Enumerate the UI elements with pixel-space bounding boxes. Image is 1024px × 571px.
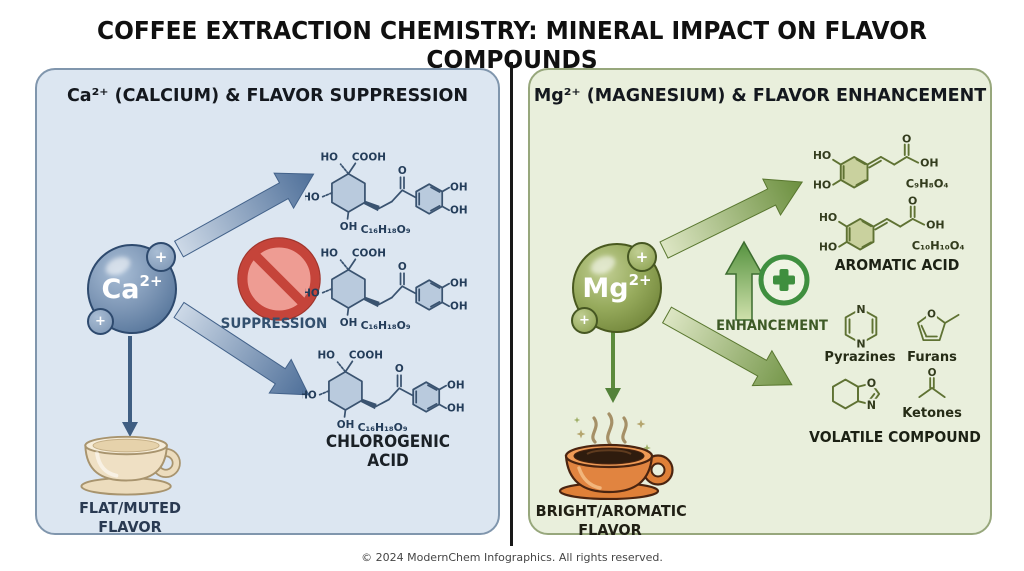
calcium-panel: Ca²⁺ (CALCIUM) & FLAVOR SUPPRESSION <box>35 68 500 537</box>
enhancement-arrow-up-icon <box>659 178 804 259</box>
plus-charge-icon: + <box>146 242 176 272</box>
atom-label: OH <box>450 277 468 289</box>
aromatic-acid-structure: HO HO O OH C₁₀H₁₀O₄ <box>820 196 965 253</box>
furans-label: Furans <box>907 350 957 365</box>
atom-label: HO <box>320 152 338 164</box>
plus-charge-icon: + <box>87 308 114 335</box>
pyrazine-structure: N N <box>844 303 878 351</box>
atom-label: OH <box>340 317 358 329</box>
molecular-formula: C₁₆H₁₈O₉ <box>358 421 408 434</box>
flavor-line-1: FLAT/MUTED <box>79 499 181 517</box>
atom-label: N <box>867 399 876 412</box>
atom-label: OH <box>450 205 468 217</box>
sparkle-icon <box>576 429 586 439</box>
atom-label: O <box>908 196 917 208</box>
enhancement-arrow-down-icon <box>661 306 793 387</box>
magnesium-panel: Mg²⁺ (MAGNESIUM) & FLAVOR ENHANCEMENT <box>528 68 992 539</box>
aromatic-acid-label: AROMATIC ACID <box>834 256 960 274</box>
flavor-line-1: BRIGHT/AROMATIC <box>535 502 687 520</box>
sparkle-icon <box>573 416 581 424</box>
pyrazines-label: Pyrazines <box>824 350 896 365</box>
atom-label: OH <box>340 221 358 233</box>
page-title: COFFEE EXTRACTION CHEMISTRY: MINERAL IMP… <box>97 16 927 74</box>
atom-label: O <box>398 261 407 273</box>
volatile-compound-label: VOLATILE COMPOUND <box>809 428 981 446</box>
bright-flavor-arrow-icon <box>605 332 621 403</box>
atom-label: HO <box>820 240 837 253</box>
atom-label: O <box>928 368 937 379</box>
atom-label: O <box>902 134 911 146</box>
atom-label: COOH <box>352 248 386 260</box>
bright-coffee-cup-icon <box>558 412 674 500</box>
flavor-line-2: FLAVOR <box>578 521 642 539</box>
atom-label: O <box>927 309 936 321</box>
prohibition-icon <box>237 237 321 321</box>
molecular-formula: C₁₆H₁₈O₉ <box>361 223 411 236</box>
sparkle-icon <box>643 444 651 452</box>
atom-label: O <box>398 165 407 177</box>
atom-label: OH <box>337 419 355 431</box>
atom-label: HO <box>302 390 317 402</box>
atom-label: COOH <box>349 350 383 362</box>
chlorogenic-acid-structure: HO COOH HO OH O OH OH C₁₆H₁₈O₉ <box>305 248 468 332</box>
copyright-footer: © 2024 ModernChem Infographics. All righ… <box>361 551 663 564</box>
atom-label: O <box>395 363 404 375</box>
suppression-label: SUPPRESSION <box>220 316 328 332</box>
magnesium-ion-label: Mg2+ <box>582 270 652 304</box>
flat-muted-flavor-label: FLAT/MUTED FLAVOR <box>56 499 205 537</box>
furan-structure: O <box>917 307 960 342</box>
muted-coffee-cup-icon <box>80 435 181 496</box>
molecular-formula: C₉H₈O₄ <box>906 177 949 191</box>
atom-label: OH <box>450 181 468 193</box>
atom-label: HO <box>305 192 320 204</box>
atom-label: OH <box>450 301 468 313</box>
atom-label: OH <box>447 379 465 391</box>
atom-label: HO <box>305 288 320 300</box>
suppression-arrow-down-icon <box>173 301 310 396</box>
atom-label: OH <box>926 219 945 232</box>
atom-label: HO <box>820 211 837 224</box>
ketones-label: Ketones <box>902 406 962 421</box>
molecular-formula: C₁₀H₁₀O₄ <box>912 239 965 253</box>
atom-label: OH <box>447 403 465 415</box>
magnesium-arrows-layer <box>605 178 810 403</box>
chlorogenic-acid-structure: HO COOH HO OH O OH OH C₁₆H₁₈O₉ <box>305 152 468 236</box>
atom-label: N <box>856 303 865 316</box>
chlorogenic-acid-label: CHLOROGENIC ACID <box>325 432 451 470</box>
panel-divider <box>510 62 513 546</box>
flavor-line-2: FLAVOR <box>98 518 162 536</box>
calcium-panel-header: Ca²⁺ (CALCIUM) & FLAVOR SUPPRESSION <box>66 86 469 106</box>
atom-label: HO <box>814 149 831 162</box>
boost-arrow-icon <box>724 240 764 321</box>
steam-icon <box>573 412 651 452</box>
suppression-arrow-up-icon <box>173 172 315 258</box>
plus-charge-icon: + <box>627 242 657 272</box>
atom-label: O <box>867 377 876 390</box>
atom-label: HO <box>317 350 335 362</box>
ketone-structure: O <box>918 368 946 398</box>
enhancement-label: ENHANCEMENT <box>716 318 828 334</box>
magnesium-panel-header: Mg²⁺ (MAGNESIUM) & FLAVOR ENHANCEMENT <box>533 86 987 106</box>
plus-circle-icon <box>758 254 810 306</box>
caffeic-acid-structure: HO HO O OH C₉H₈O₄ <box>814 134 949 191</box>
plus-charge-icon: + <box>571 307 598 334</box>
oxazole-structure: O N <box>832 377 881 412</box>
atom-label: HO <box>814 178 831 191</box>
molecular-formula: C₁₆H₁₈O₉ <box>361 319 411 332</box>
bright-aromatic-flavor-label: BRIGHT/AROMATIC FLAVOR <box>535 502 687 540</box>
calcium-arrows-layer <box>122 172 321 437</box>
calcium-ion-label: Ca2+ <box>101 271 163 305</box>
chlorogenic-acid-structure: HO COOH HO OH O OH OH C₁₆H₁₈O₉ <box>302 350 465 434</box>
atom-label: HO <box>320 248 338 260</box>
flat-flavor-arrow-icon <box>122 336 138 437</box>
atom-label: OH <box>920 157 939 170</box>
sparkle-icon <box>636 419 646 429</box>
atom-label: N <box>856 338 865 351</box>
atom-label: COOH <box>352 152 386 164</box>
